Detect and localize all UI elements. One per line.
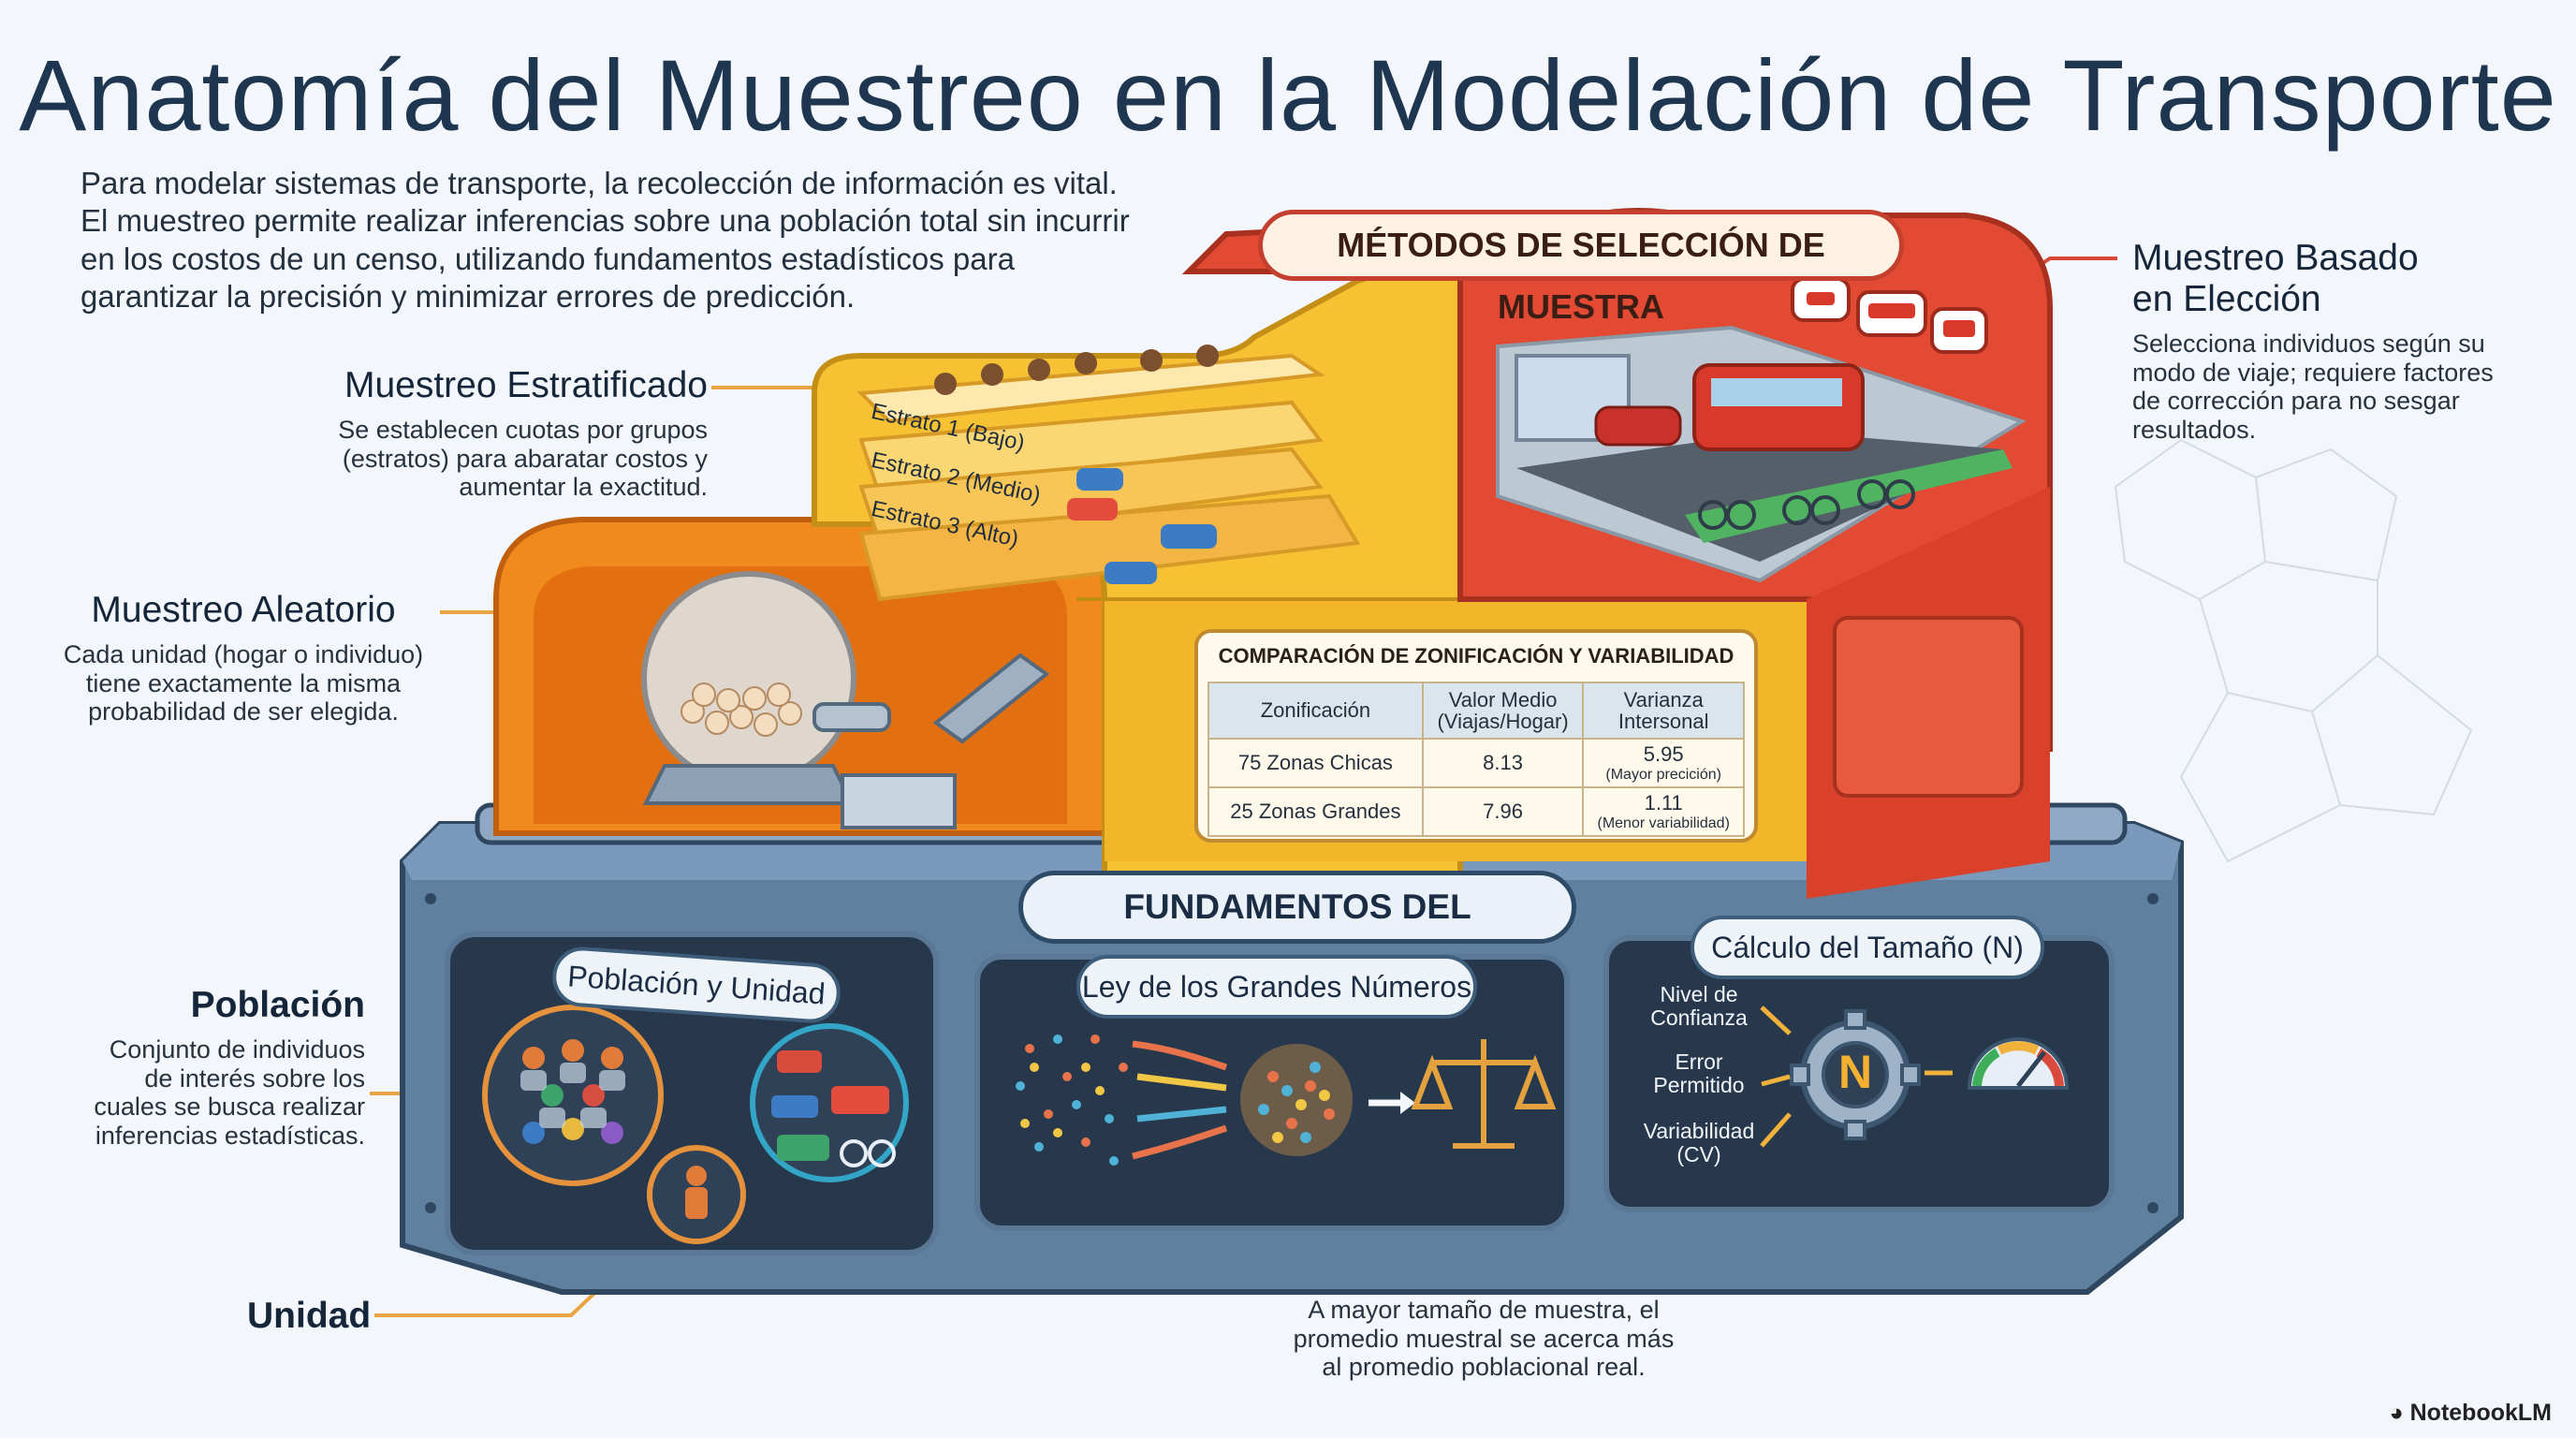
dense-cluster: [1240, 1044, 1353, 1156]
page-title: Anatomía del Muestreo en la Modelación d…: [19, 38, 2557, 152]
intro-line: El muestreo permite realizar inferencias…: [80, 203, 1130, 239]
desc-line: de interés sobre los: [144, 1064, 365, 1093]
intro-text: Para modelar sistemas de transporte, la …: [80, 165, 1204, 315]
network-decoration: [2114, 438, 2473, 863]
factor-confidence-label: Nivel de Confianza: [1650, 982, 1748, 1031]
variance-note: (Mayor precición): [1605, 767, 1721, 783]
annotation-desc: Se establecen cuotas por grupos (estrato…: [281, 416, 708, 502]
intro-line: en los costos de un censo, utilizando fu…: [80, 241, 1015, 276]
brand-text: NotebookLM: [2409, 1400, 2552, 1426]
intro-line: garantizar la precisión y minimizar erro…: [80, 278, 856, 314]
desc-line: tiene exactamente la misma: [85, 668, 402, 697]
desc-line: modo de viaje; requiere factores: [2132, 358, 2494, 387]
gear-icon: [1790, 1009, 1921, 1140]
transport-circle: [750, 1023, 909, 1182]
street-scene: [1496, 325, 2027, 583]
lottery-drum-icon: [641, 571, 1050, 829]
desc-line: (estratos) para abaratar costos y: [342, 444, 708, 473]
gear-letter: N: [1837, 1046, 1873, 1098]
flow-arrows: [1132, 1040, 1228, 1160]
annotation-unit: Unidad: [247, 1296, 371, 1337]
annotation-title: Muestreo Aleatorio: [91, 590, 396, 630]
fundamentals-banner: FUNDAMENTOS DEL MUESTREO: [1018, 871, 1576, 990]
annotation-desc: Conjunto de individuos de interés sobre …: [56, 1035, 365, 1150]
variance-note: (Menor variabilidad): [1597, 815, 1730, 831]
brand-label: ◕ NotebookLM: [2390, 1400, 2552, 1427]
strata-layers: [856, 345, 1361, 602]
desc-line: A mayor tamaño de muestra, el: [1308, 1296, 1660, 1324]
balance-scale-icon: [1411, 1039, 1557, 1149]
comparison-table: Zonificación Valor Medio (Viajas/Hogar) …: [1208, 682, 1745, 837]
variance-value: 1.11: [1644, 791, 1683, 814]
size-calc-panel-title: Cálculo del Tamaño (N): [1690, 916, 2044, 979]
table-header-row: Zonificación Valor Medio (Viajas/Hogar) …: [1208, 682, 1745, 740]
factor-arrows: [1760, 1005, 1953, 1148]
annotation-title: Unidad: [247, 1296, 372, 1336]
annotation-random: Muestreo Aleatorio Cada unidad (hogar o …: [56, 590, 431, 726]
intro-line: Para modelar sistemas de transporte, la …: [80, 166, 1118, 200]
annotation-desc: A mayor tamaño de muestra, el promedio m…: [1254, 1296, 1713, 1382]
title-line: en Elección: [2132, 279, 2321, 319]
desc-line: cuales se busca realizar: [94, 1093, 365, 1121]
table-row: 25 Zonas Grandes 7.96 1.11 (Menor variab…: [1208, 786, 1745, 837]
factor-variability-label: Variabilidad (CV): [1643, 1119, 1755, 1167]
table-cell: 7.96: [1421, 786, 1585, 837]
table-cell: 1.11 (Menor variabilidad): [1582, 786, 1745, 837]
transport-mode-icons: [1791, 277, 1988, 354]
comparison-table-card: COMPARACIÓN DE ZONIFICACIÓN Y VARIABILID…: [1194, 629, 1758, 843]
annotation-population: Población Conjunto de individuos de inte…: [56, 985, 365, 1150]
scatter-dots: [1016, 1034, 1128, 1166]
unit-circle: [647, 1145, 746, 1244]
table-cell: 25 Zonas Grandes: [1208, 786, 1424, 837]
desc-line: Cada unidad (hogar o individuo): [63, 640, 424, 668]
large-numbers-panel-title: Ley de los Grandes Números: [1076, 955, 1477, 1019]
gauge-icon: [1967, 1037, 2070, 1090]
desc-line: Conjunto de individuos: [109, 1035, 365, 1064]
annotation-desc: Selecciona individuos según su modo de v…: [2132, 330, 2544, 444]
comparison-table-title: COMPARACIÓN DE ZONIFICACIÓN Y VARIABILID…: [1218, 644, 1734, 668]
variance-value: 5.95: [1643, 742, 1684, 766]
desc-line: Selecciona individuos según su: [2132, 330, 2485, 358]
annotation-stratified: Muestreo Estratificado Se establecen cuo…: [281, 365, 708, 502]
table-header: Valor Medio (Viajas/Hogar): [1421, 682, 1585, 740]
arrow-head: [1400, 1092, 1415, 1114]
table-row: 75 Zonas Chicas 8.13 5.95 (Mayor precici…: [1208, 738, 1745, 788]
factor-error-label: Error Permitido: [1653, 1049, 1745, 1098]
table-header: Varianza Intersonal: [1582, 682, 1745, 740]
selection-methods-banner: MÉTODOS DE SELECCIÓN DE MUESTRA: [1258, 210, 1904, 326]
notebook-logo-icon: ◕: [2389, 1400, 2410, 1426]
annotation-title: Muestreo Basado en Elección: [2132, 238, 2544, 320]
population-circle: [482, 1005, 664, 1186]
table-cell: 75 Zonas Chicas: [1208, 738, 1424, 788]
desc-line: aumentar la exactitud.: [459, 473, 708, 501]
desc-line: de corrección para no sesgar: [2132, 387, 2460, 415]
annotation-desc: Cada unidad (hogar o individuo) tiene ex…: [56, 640, 431, 726]
desc-line: al promedio poblacional real.: [1322, 1353, 1646, 1381]
title-line: Muestreo Basado: [2132, 238, 2419, 278]
table-cell: 8.13: [1421, 738, 1585, 788]
annotation-large-numbers: A mayor tamaño de muestra, el promedio m…: [1254, 1286, 1713, 1382]
annotation-title: Muestreo Estratificado: [344, 365, 708, 405]
annotation-choice: Muestreo Basado en Elección Selecciona i…: [2132, 238, 2544, 444]
annotation-title: Población: [190, 985, 365, 1025]
table-cell: 5.95 (Mayor precición): [1582, 738, 1745, 788]
table-header: Zonificación: [1208, 682, 1424, 740]
desc-line: inferencias estadísticas.: [95, 1121, 365, 1150]
desc-line: probabilidad de ser elegida.: [88, 697, 399, 726]
desc-line: promedio muestral se acerca más: [1293, 1324, 1675, 1353]
desc-line: resultados.: [2132, 415, 2257, 444]
desc-line: Se establecen cuotas por grupos: [338, 416, 708, 444]
